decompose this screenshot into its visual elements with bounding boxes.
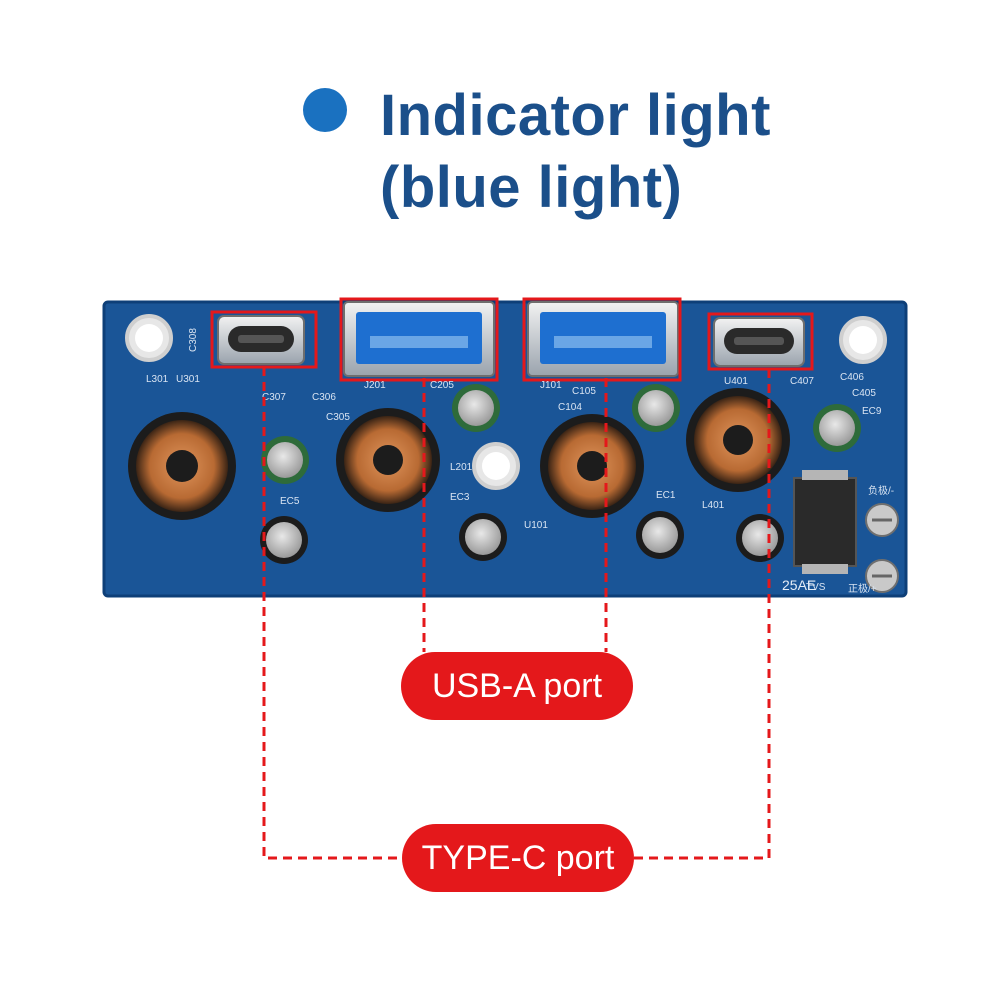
silk-l401: L401 — [702, 500, 725, 511]
silk-c305: C305 — [326, 412, 350, 423]
silk-u301: U301 — [176, 374, 200, 385]
capacitor-8 — [736, 514, 784, 562]
silk-ec5: EC5 — [280, 496, 300, 507]
heading-line-1: Indicator light — [380, 83, 771, 148]
silk-25ae: 25AE — [782, 577, 816, 593]
silk-u401: U401 — [724, 376, 748, 387]
silk-j201: J201 — [364, 380, 386, 391]
capacitor-3 — [632, 384, 680, 432]
capacitor-1 — [261, 436, 309, 484]
silk-c308: C308 — [188, 328, 199, 352]
usb-a-port-right — [527, 301, 679, 377]
inductor-2 — [336, 408, 440, 512]
type-c-port-left — [217, 315, 305, 365]
silk-positive: 正极/+ — [848, 582, 877, 595]
silk-u101: U101 — [524, 520, 548, 531]
type-c-port-right — [713, 317, 805, 367]
usb-a-port-label: USB-A port — [401, 652, 633, 720]
silk-c104: C104 — [558, 402, 582, 413]
inductor-1 — [128, 412, 236, 520]
heading-line-2: (blue light) — [380, 155, 683, 220]
indicator-legend — [303, 88, 381, 132]
highlight-usb-a-right — [522, 297, 682, 382]
capacitor-5 — [260, 516, 308, 564]
silk-ec3: EC3 — [450, 492, 470, 503]
tvs-diode — [793, 477, 857, 567]
usb-a-port-left — [343, 301, 495, 377]
silk-j101: J101 — [540, 380, 562, 391]
silk-ec1: EC1 — [656, 490, 676, 501]
terminal-negative — [865, 503, 899, 537]
terminal-positive — [865, 559, 899, 593]
silk-c407: C407 — [790, 376, 814, 387]
highlight-type-c-right — [707, 312, 814, 371]
capacitor-2 — [452, 384, 500, 432]
silk-tvs: TVS — [806, 582, 826, 593]
type-c-port-label: TYPE-C port — [402, 824, 634, 892]
silk-c306: C306 — [312, 392, 336, 403]
inductor-4 — [686, 388, 790, 492]
blue-dot-icon — [303, 88, 347, 132]
capacitor-4 — [813, 404, 861, 452]
highlight-usb-a-left — [339, 297, 499, 382]
silk-negative: 负极/- — [868, 484, 894, 497]
silk-c105: C105 — [572, 386, 596, 397]
silk-c406: C406 — [840, 372, 864, 383]
silk-l301: L301 — [146, 374, 169, 385]
inductor-3 — [540, 414, 644, 518]
silk-c205: C205 — [430, 380, 454, 391]
capacitor-6 — [459, 513, 507, 561]
silk-l201: L201 — [450, 462, 473, 473]
capacitor-7 — [636, 511, 684, 559]
silk-ec9: EC9 — [862, 406, 882, 417]
silk-c405: C405 — [852, 388, 876, 399]
silk-c307: C307 — [262, 392, 286, 403]
